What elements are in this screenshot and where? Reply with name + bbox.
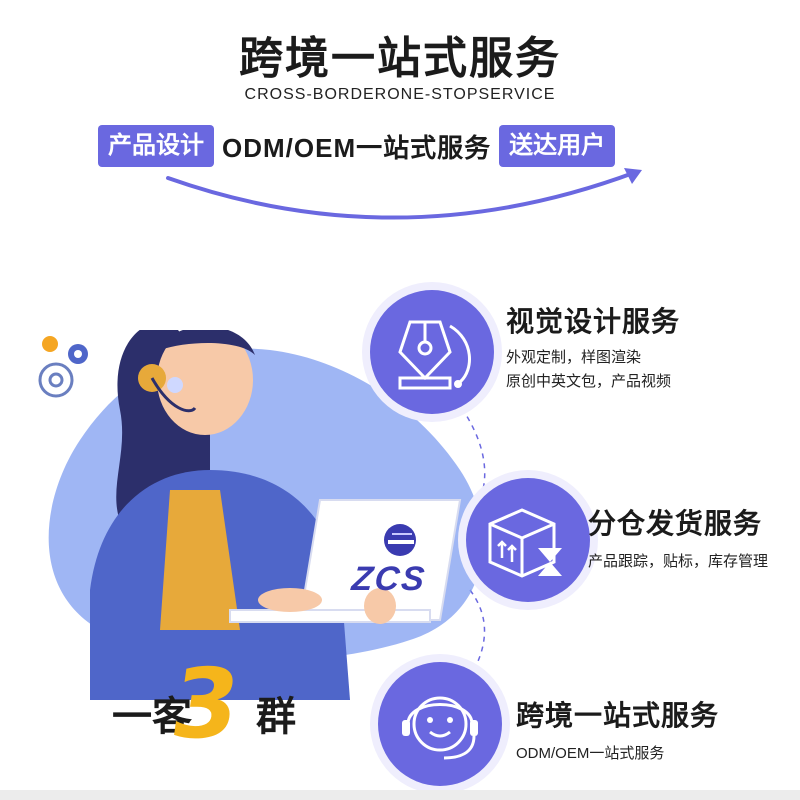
service-flow: 产品设计 ODM/OEM一站式服务 送达用户 (98, 124, 616, 168)
slogan-prefix: 一客 (112, 695, 192, 739)
service-desc-warehouse: 产品跟踪，贴标，库存管理 (588, 553, 769, 570)
zcs-logo-icon (384, 524, 416, 556)
slogan-suffix: 群 (256, 695, 296, 739)
support-agent-illustration (38, 330, 483, 700)
service-visual-design-circle (370, 290, 494, 414)
service-warehouse-circle (466, 478, 590, 602)
pen-nib-icon (398, 320, 471, 390)
flow-start-tag: 产品设计 (98, 125, 214, 167)
page-title: 跨境一站式服务 (239, 34, 561, 83)
service-title-warehouse: 分仓发货服务 (588, 508, 763, 539)
headset-face-icon (402, 696, 478, 760)
box-hourglass-icon (488, 508, 562, 578)
flow-end-tag: 送达用户 (499, 125, 616, 167)
laptop-brand-text: ZCS (350, 560, 429, 598)
service-desc-crossborder: ODM/OEM一站式服务 (516, 745, 665, 762)
bottom-divider (0, 790, 800, 800)
service-desc-visual-design-2: 原创中英文包，产品视频 (506, 373, 672, 390)
service-title-crossborder: 跨境一站式服务 (516, 700, 720, 731)
gear-icon (38, 336, 88, 398)
service-desc-visual-design-1: 外观定制，样图渲染 (506, 349, 642, 366)
service-title-visual-design: 视觉设计服务 (506, 306, 681, 337)
service-crossborder-circle (378, 662, 502, 786)
page-subtitle: CROSS-BORDERONE-STOPSERVICE (244, 86, 556, 103)
flow-middle-text: ODM/OEM一站式服务 (222, 132, 492, 163)
